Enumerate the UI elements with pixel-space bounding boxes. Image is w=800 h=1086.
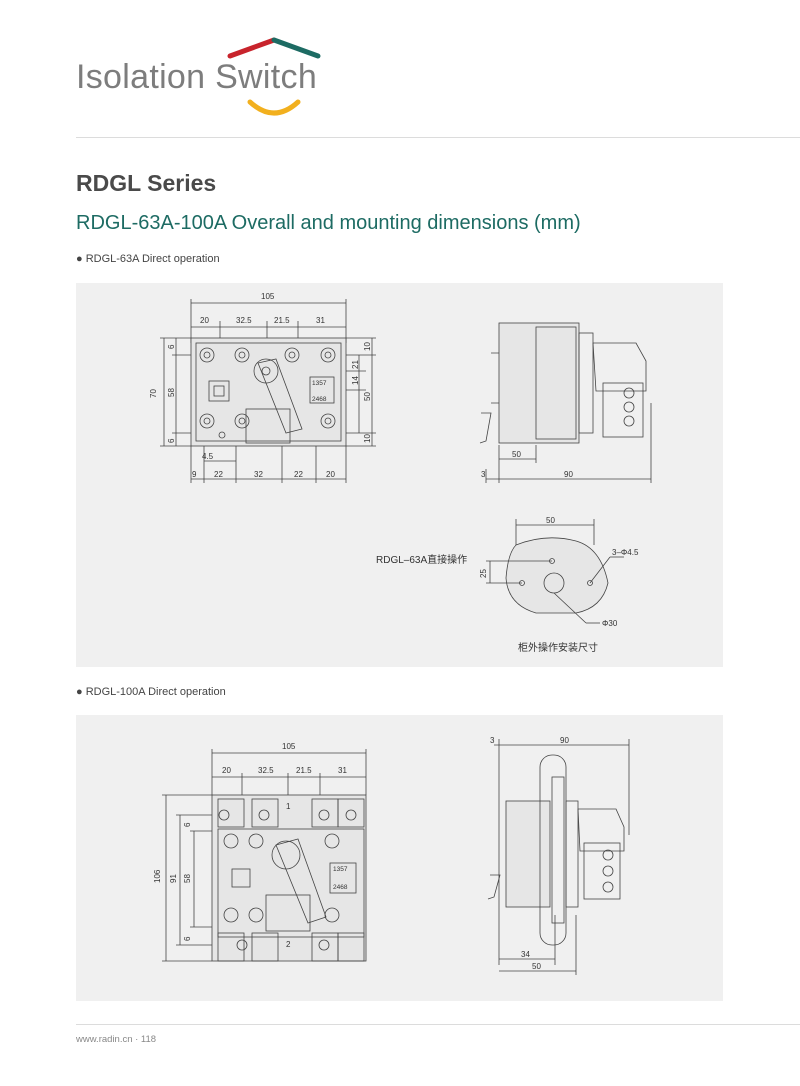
drawing-1-svg: 105 20 32.5 21.5 31 9 22 32 22 20 4.5 70… bbox=[149, 292, 652, 654]
dim-63a-right-3: 14 bbox=[351, 376, 360, 385]
template-63a-holes: 3–Φ4.5 bbox=[612, 548, 639, 557]
side-100a-dim-34: 34 bbox=[521, 950, 530, 959]
dim-63a-top-3: 21.5 bbox=[274, 316, 290, 325]
contacts-100a-bottom: 2468 bbox=[333, 884, 348, 891]
contacts-63a-bottom: 2468 bbox=[312, 396, 327, 403]
side-63a-dim-50: 50 bbox=[512, 450, 521, 459]
drawing-1-caption: ● RDGL-63A Direct operation bbox=[76, 253, 220, 265]
brand-logo-mark bbox=[227, 37, 321, 116]
dim-63a-bottom-1: 9 bbox=[192, 470, 197, 479]
front-view-100a bbox=[162, 749, 367, 962]
side-100a-dim-90: 90 bbox=[560, 736, 569, 745]
dim-63a-bottom-5: 20 bbox=[326, 470, 335, 479]
dim-63a-bottom-4: 22 bbox=[294, 470, 303, 479]
template-63a-dim-25: 25 bbox=[479, 569, 488, 578]
dim-63a-left-inner: 58 bbox=[167, 388, 176, 397]
drawing-1-panel: 105 20 32.5 21.5 31 9 22 32 22 20 4.5 70… bbox=[76, 283, 723, 667]
dim-63a-bottom-3: 32 bbox=[254, 470, 263, 479]
dim-100a-top-1: 20 bbox=[222, 766, 231, 775]
pole-label-1: 1 bbox=[286, 802, 291, 811]
dim-63a-left-bottom: 6 bbox=[167, 438, 176, 443]
dim-63a-top-4: 31 bbox=[316, 316, 325, 325]
mounting-template-63a bbox=[486, 519, 624, 624]
dim-63a-top-2: 32.5 bbox=[236, 316, 252, 325]
footer-divider bbox=[76, 1024, 800, 1025]
side-100a-dim-50: 50 bbox=[532, 962, 541, 971]
drawing-2-panel: 105 20 32.5 21.5 31 106 91 58 6 6 1357 2… bbox=[76, 715, 723, 1001]
template-63a-center: Φ30 bbox=[602, 619, 618, 628]
side-100a-dim-3: 3 bbox=[490, 736, 495, 745]
footer-text[interactable]: www.radin.cn · 118 bbox=[76, 1034, 157, 1045]
contacts-63a-top: 1357 bbox=[312, 380, 327, 387]
template-63a-caption: 柜外操作安装尺寸 bbox=[518, 641, 598, 654]
side-view-63a bbox=[479, 322, 652, 483]
side-63a-dim-3: 3 bbox=[481, 470, 486, 479]
dim-63a-left-total: 70 bbox=[149, 389, 158, 398]
pole-label-2: 2 bbox=[286, 940, 291, 949]
drawing-2-caption: ● RDGL-100A Direct operation bbox=[76, 686, 226, 698]
dim-100a-top-3: 21.5 bbox=[296, 766, 312, 775]
section-subtitle: RDGL-63A-100A Overall and mounting dimen… bbox=[76, 212, 581, 234]
dim-63a-bottom-2: 22 bbox=[214, 470, 223, 479]
dim-63a-right-4: 50 bbox=[363, 392, 372, 401]
side-view-100a bbox=[487, 739, 630, 975]
front-view-63a bbox=[160, 299, 376, 483]
dim-63a-hole: 4.5 bbox=[202, 452, 214, 461]
dim-100a-overall: 105 bbox=[282, 742, 296, 751]
dim-63a-overall: 105 bbox=[261, 292, 275, 301]
dim-100a-top-4: 31 bbox=[338, 766, 347, 775]
header-divider bbox=[76, 137, 800, 138]
dim-100a-left-91: 91 bbox=[169, 874, 178, 883]
contacts-100a-top: 1357 bbox=[333, 866, 348, 873]
dim-63a-right-5: 10 bbox=[363, 434, 372, 443]
dim-100a-left-58: 58 bbox=[183, 874, 192, 883]
brand-title: Isolation Switch bbox=[76, 58, 318, 96]
series-title: RDGL Series bbox=[76, 170, 217, 196]
dim-100a-top-2: 32.5 bbox=[258, 766, 274, 775]
dim-100a-left-bottom: 6 bbox=[183, 936, 192, 941]
drawing-2-svg: 105 20 32.5 21.5 31 106 91 58 6 6 1357 2… bbox=[153, 736, 630, 975]
template-63a-label: RDGL–63A直接操作 bbox=[376, 553, 467, 566]
dim-63a-left-top: 6 bbox=[167, 344, 176, 349]
dim-63a-right-2: 21 bbox=[351, 360, 360, 369]
dim-100a-left-top: 6 bbox=[183, 822, 192, 827]
dim-100a-left-total: 106 bbox=[153, 869, 162, 883]
side-63a-dim-90: 90 bbox=[564, 470, 573, 479]
dim-63a-top-1: 20 bbox=[200, 316, 209, 325]
template-63a-dim-50: 50 bbox=[546, 516, 555, 525]
dim-63a-right-1: 10 bbox=[363, 342, 372, 351]
